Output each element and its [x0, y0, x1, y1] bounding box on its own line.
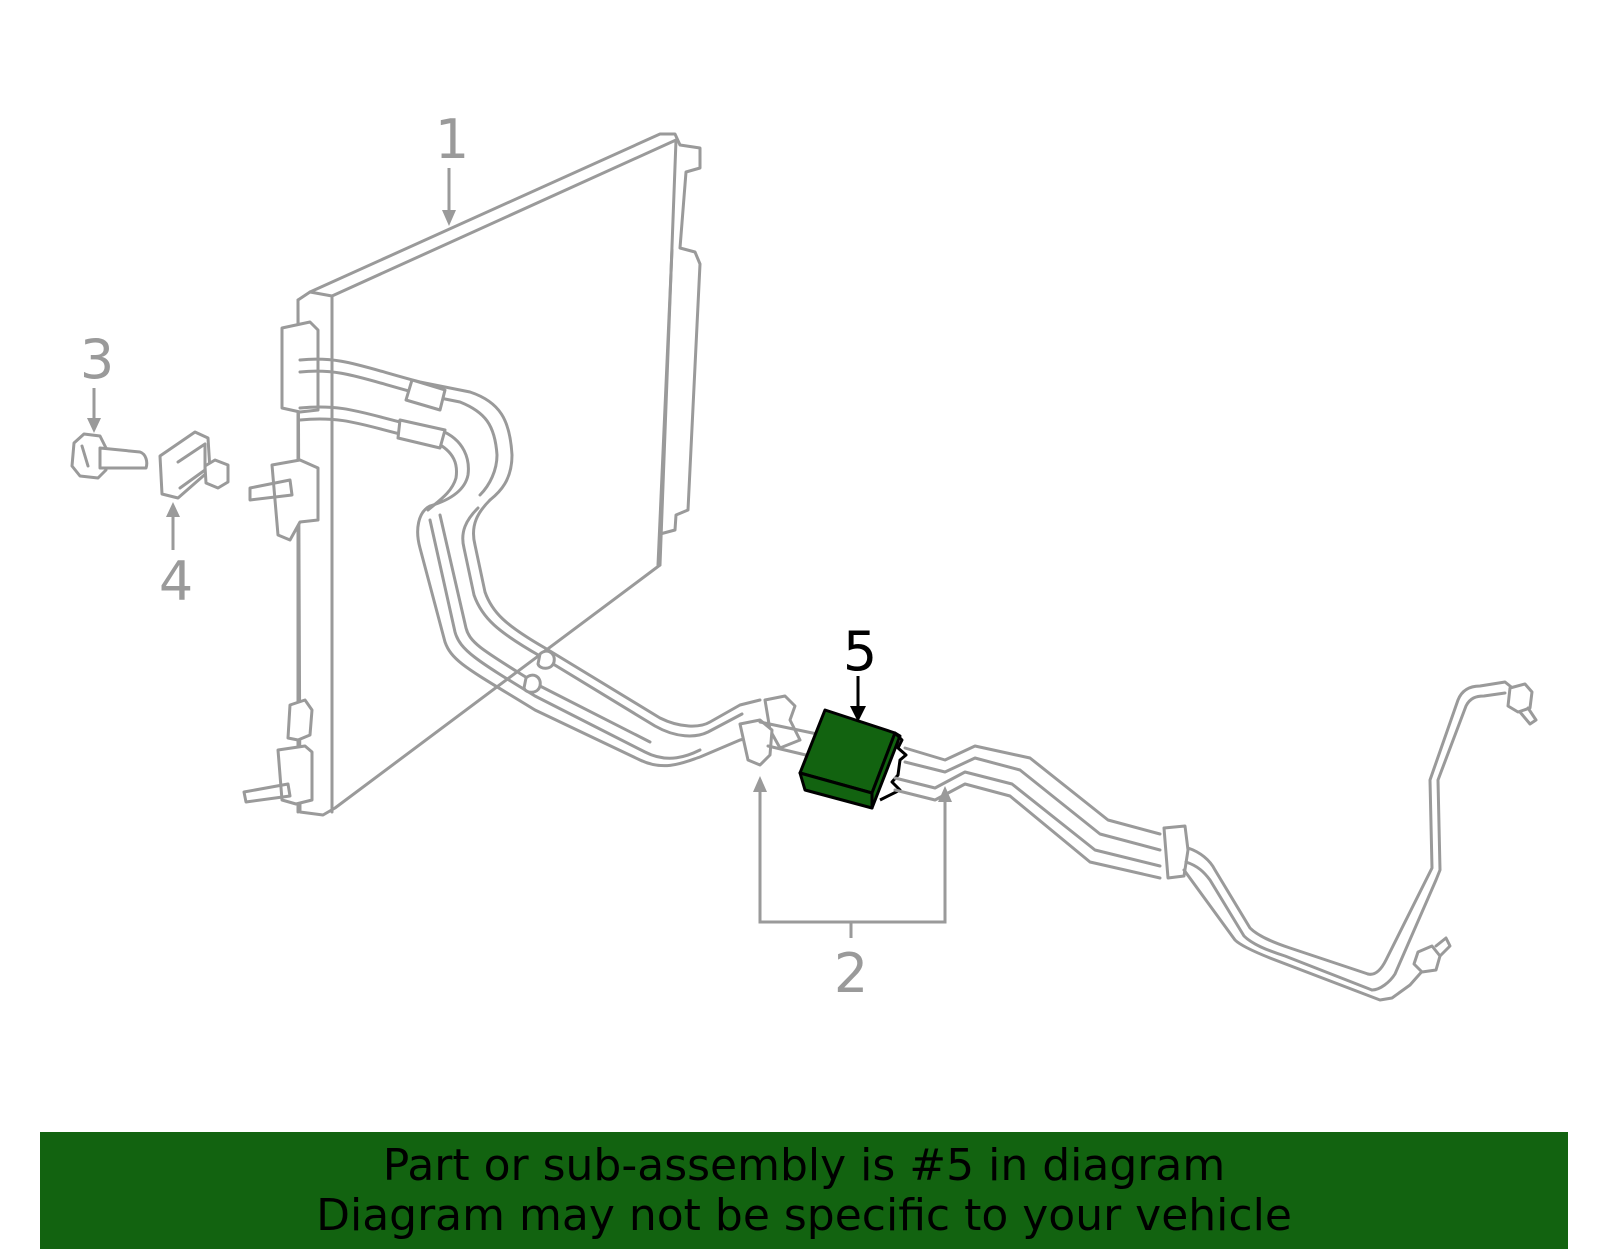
- condenser-brackets: [242, 320, 320, 806]
- cooler-line-main: [396, 378, 762, 760]
- callout-2: 2: [753, 776, 952, 1005]
- callout-5: 5: [843, 620, 877, 722]
- callout-1: 1: [435, 108, 469, 226]
- cooler-line-right: [893, 680, 1538, 1002]
- callout-3: 3: [80, 328, 114, 433]
- line-fittings: [738, 694, 824, 767]
- callout-number-5: 5: [843, 620, 877, 683]
- callout-number-2: 2: [834, 942, 868, 1005]
- info-banner: Part or sub-assembly is #5 in diagram Di…: [40, 1132, 1568, 1249]
- bolt-part: [70, 432, 149, 480]
- callout-4: 4: [159, 502, 193, 613]
- callout-number-3: 3: [80, 328, 114, 391]
- banner-line-2: Diagram may not be specific to your vehi…: [316, 1189, 1292, 1241]
- callout-number-1: 1: [435, 108, 469, 171]
- callout-number-4: 4: [159, 550, 193, 613]
- banner-line-1: Part or sub-assembly is #5 in diagram: [382, 1139, 1226, 1191]
- condenser-panel: [296, 132, 702, 817]
- clip-nut-part: [158, 430, 230, 500]
- highlighted-cooler-part[interactable]: [798, 708, 908, 810]
- cooler-line-upper: [298, 357, 514, 502]
